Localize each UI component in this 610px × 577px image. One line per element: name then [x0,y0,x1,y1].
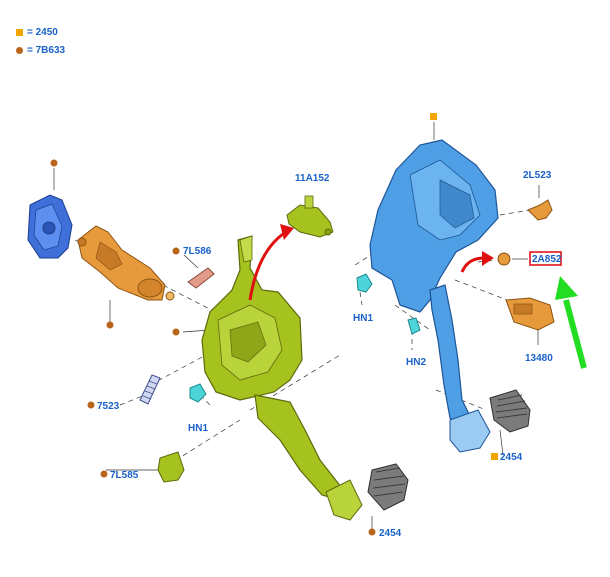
highlight-box [529,251,562,266]
callout-hn1-lower: HN1 [188,423,208,434]
clip-7l585-part [157,451,185,483]
green-arrow [555,276,587,369]
spring-7523-part [139,374,161,405]
red-arrow-right [460,251,494,273]
callout-2454-lower: 2454 [379,528,402,539]
callout-7l586: 7L586 [183,246,212,257]
callout-11a152: 11A152 [295,173,330,184]
red-arrow-left [248,224,294,301]
clutch-pedal-bracket-part [201,235,363,521]
legend-text-7B633: = 7B633 [27,45,66,56]
clip-hn1-lower-part [189,383,207,403]
callout-2l523: 2L523 [523,170,552,181]
circle-marker-icon [16,47,23,54]
bushing-7l586-part [187,267,215,289]
brown-circle-markers [50,159,376,536]
clip-2a852-part [497,252,511,266]
callout-7l585: 7L585 [110,470,139,481]
legend-item-2450: = 2450 [16,27,58,38]
callout-13480: 13480 [525,353,553,364]
switch-11a152-part [286,195,334,238]
callout-hn2: HN2 [406,357,426,368]
legend-item-7B633: = 7B633 [16,45,65,56]
callout-2a852: 2A852 [532,254,562,265]
callout-hn1-upper: HN1 [353,313,373,324]
yellow-square-markers [430,113,498,460]
callout-7523: 7523 [97,401,120,412]
clutch-slave-cylinder-part [77,225,175,301]
brake-pedal-bracket-part [369,139,499,453]
clip-hn1-upper-part [356,273,373,293]
callout-2454-upper: 2454 [500,452,523,463]
square-marker-icon [16,29,23,36]
pedal-pad-right-part [489,389,531,433]
pedal-pad-lower-part [367,463,409,511]
clutch-master-cylinder-part [27,194,73,259]
clip-hn2-part [407,317,421,335]
leader-lines [53,122,540,532]
sensor-13480-part [505,297,555,331]
bolt-2l523-part [527,199,553,221]
legend-text-2450: = 2450 [27,27,58,38]
